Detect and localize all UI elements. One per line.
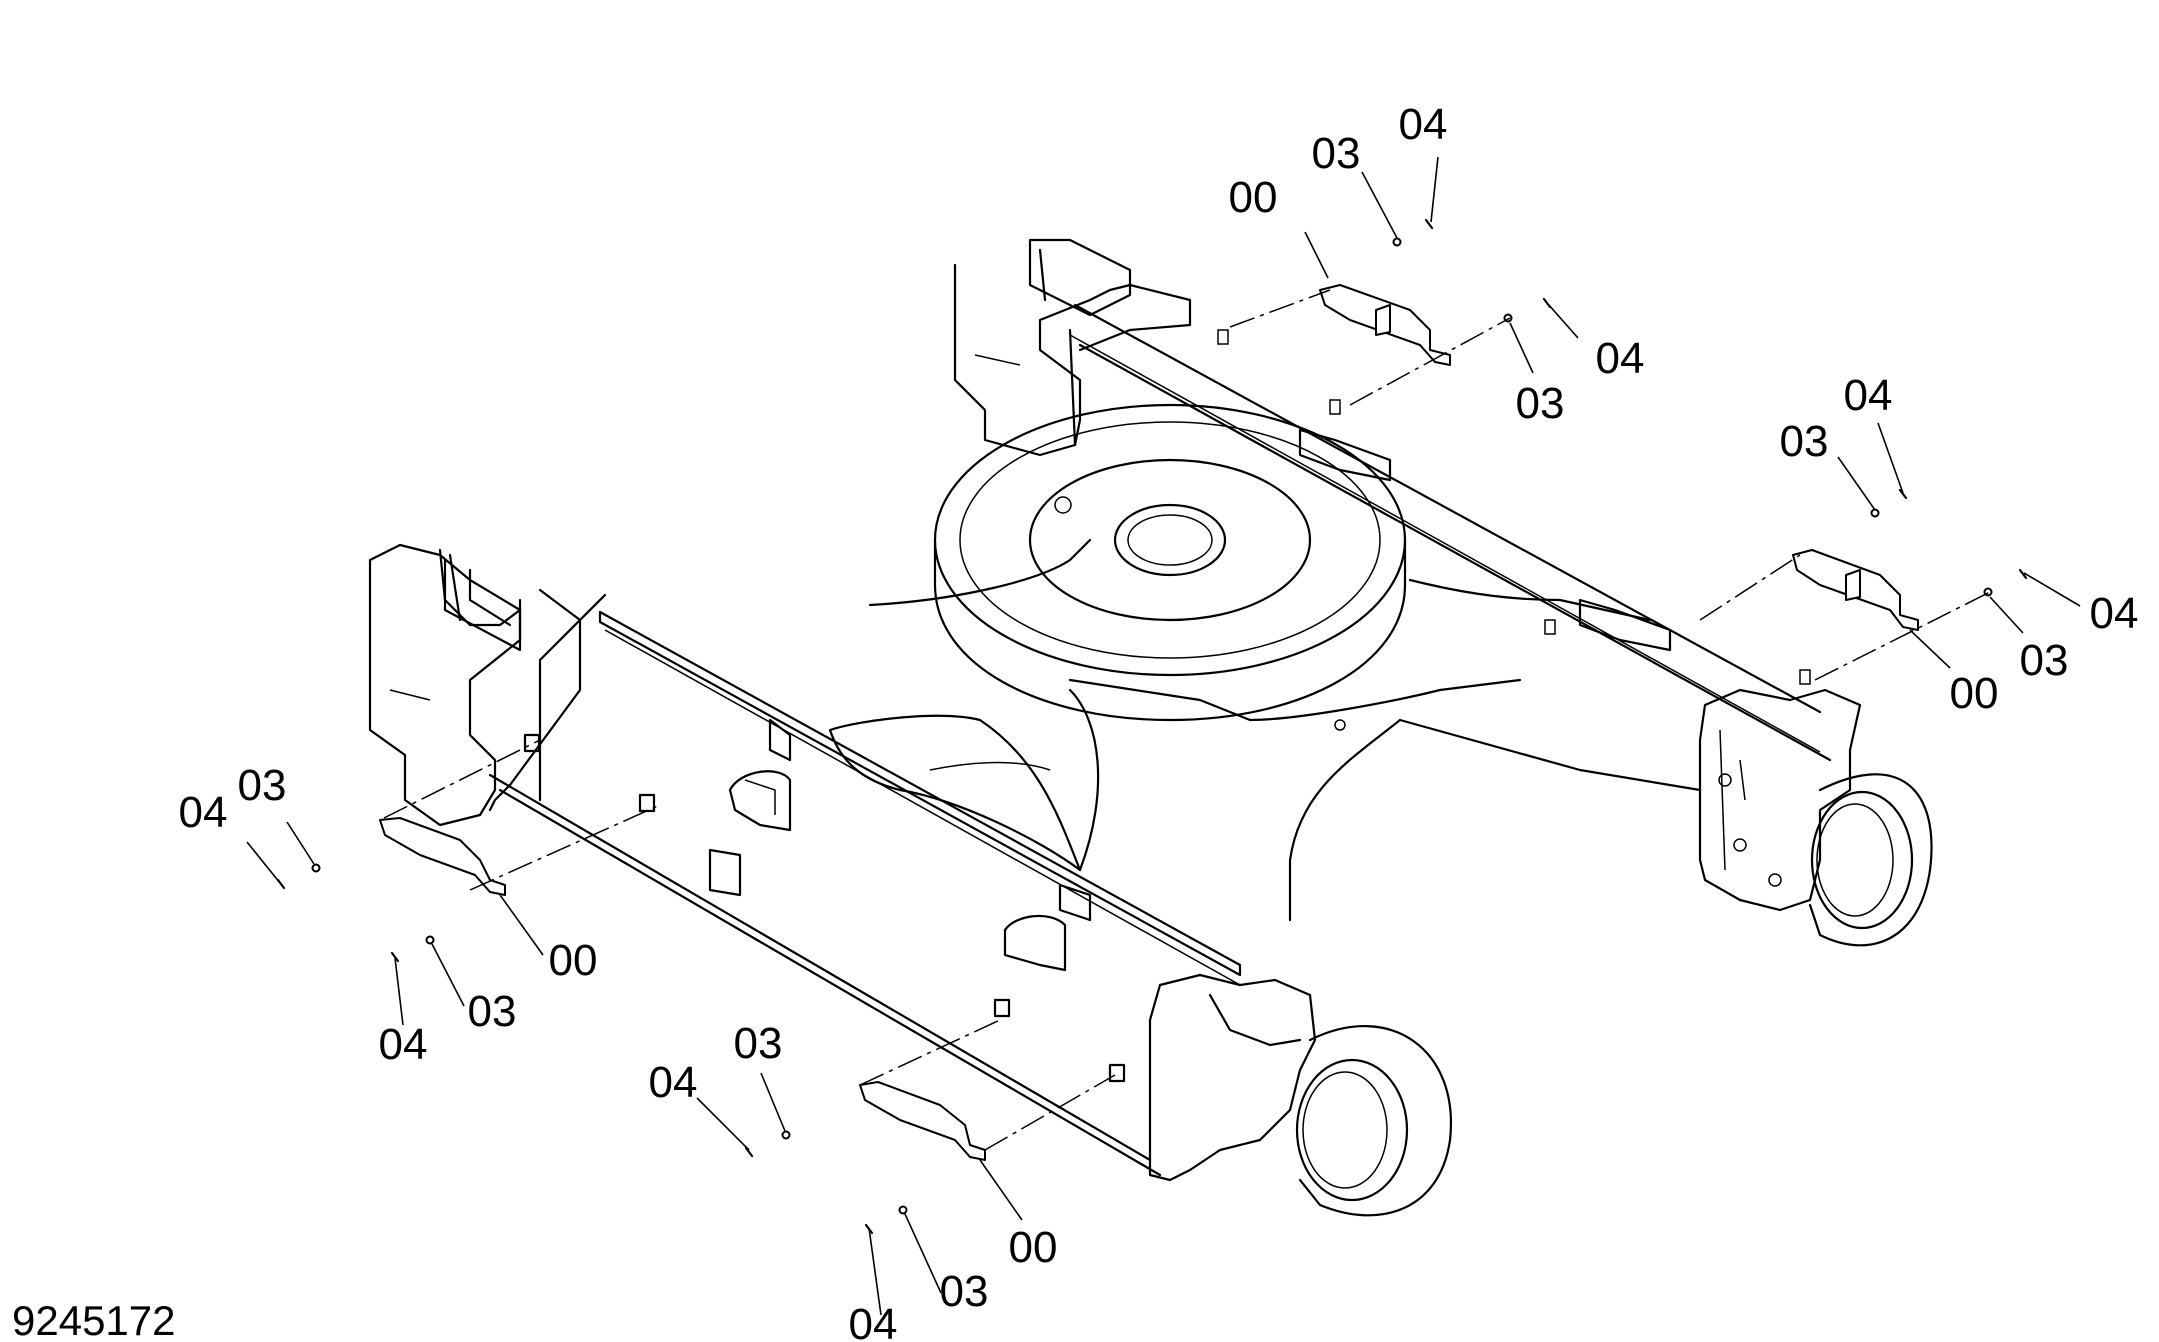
callout-bolt: 04 xyxy=(379,1020,428,1069)
callout-washer: 03 xyxy=(2020,636,2069,685)
guard-plate-right xyxy=(1792,549,1919,631)
guard-plate-bottom xyxy=(859,1081,986,1161)
callout-washer: 03 xyxy=(468,987,517,1036)
callout-bolt: 04 xyxy=(649,1058,698,1107)
callout-bolt: 04 xyxy=(1399,100,1448,149)
callout-guard: 00 xyxy=(1950,669,1999,718)
callout-washer: 03 xyxy=(238,761,287,810)
callout-washer: 03 xyxy=(1312,129,1361,178)
callout-bolt: 04 xyxy=(849,1300,898,1342)
callout-washer: 03 xyxy=(940,1267,989,1316)
track-frame-body xyxy=(368,238,1933,1217)
callout-bolt: 04 xyxy=(1844,371,1893,420)
callout-labels: 04 03 00 04 03 04 03 04 03 00 04 03 00 0… xyxy=(179,100,2139,1342)
callout-guard: 00 xyxy=(1229,173,1278,222)
callout-bolt: 04 xyxy=(179,788,228,837)
callout-guard: 00 xyxy=(549,936,598,985)
callout-washer: 03 xyxy=(1780,417,1829,466)
leader-lines xyxy=(246,156,2081,1316)
callout-bolt: 04 xyxy=(1596,334,1645,383)
callout-bolt: 04 xyxy=(2090,589,2139,638)
guard-plate-left xyxy=(379,817,506,896)
callout-washer: 03 xyxy=(734,1019,783,1068)
guard-plate-upper-right xyxy=(1319,284,1451,366)
callout-guard: 00 xyxy=(1009,1223,1058,1272)
drawing-number: 9245172 xyxy=(12,1297,176,1342)
alignment-lines xyxy=(383,289,1991,1151)
callout-washer: 03 xyxy=(1516,379,1565,428)
